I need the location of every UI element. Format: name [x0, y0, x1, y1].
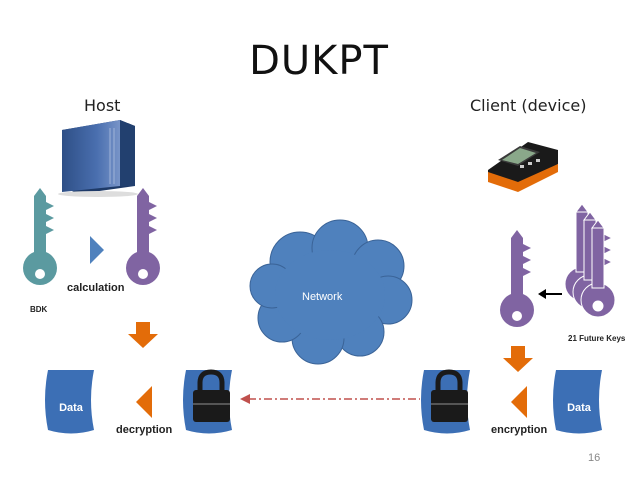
future-keys-label: 21 Future Keys	[568, 334, 626, 343]
calculation-label: calculation	[67, 282, 125, 294]
key-selection-arrow-icon	[538, 289, 562, 299]
encryption-label: encryption	[491, 424, 548, 436]
calculation-arrow-icon	[90, 236, 104, 264]
network-cloud-icon	[249, 219, 413, 365]
server-icon	[58, 120, 138, 197]
decryption-arrow-icon	[136, 386, 152, 418]
network-label: Network	[302, 291, 343, 303]
host-data-label: Data	[59, 402, 83, 414]
host-derived-key-icon	[126, 188, 160, 285]
encryption-arrow-icon	[511, 386, 527, 418]
client-data-document-icon	[553, 370, 602, 434]
page-number: 16	[588, 452, 601, 464]
future-keys-stack-icon	[564, 203, 616, 318]
bdk-key-icon	[23, 188, 57, 285]
transmission-arrow-icon	[240, 394, 420, 404]
client-current-key-icon	[500, 230, 534, 327]
host-padlock-icon	[193, 369, 230, 422]
client-data-label: Data	[567, 402, 591, 414]
client-label: Client (device)	[470, 96, 587, 115]
host-down-arrow-icon	[128, 322, 158, 348]
card-terminal-icon	[488, 142, 558, 192]
client-padlock-icon	[431, 369, 468, 422]
bdk-label: BDK	[30, 305, 48, 314]
host-label: Host	[84, 96, 121, 115]
host-data-document-icon	[45, 370, 94, 434]
client-down-arrow-icon	[503, 346, 533, 372]
decryption-label: decryption	[116, 424, 173, 436]
slide-title: DUKPT	[249, 38, 389, 84]
